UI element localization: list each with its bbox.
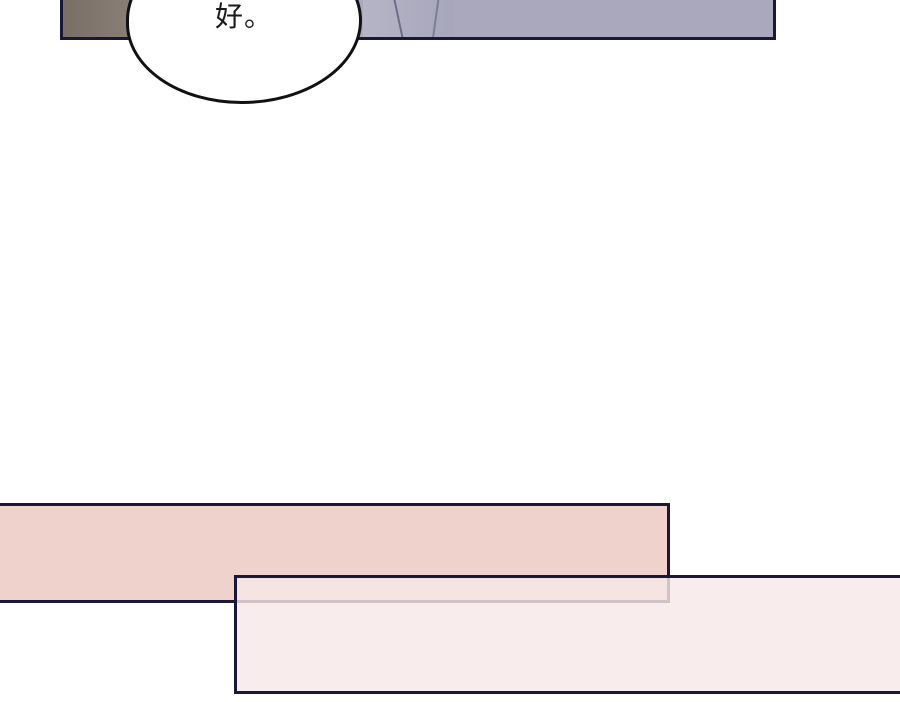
panel-shading	[363, 0, 453, 37]
light-pink-caption-box	[234, 575, 900, 694]
speech-bubble-text: 好。	[215, 0, 274, 33]
